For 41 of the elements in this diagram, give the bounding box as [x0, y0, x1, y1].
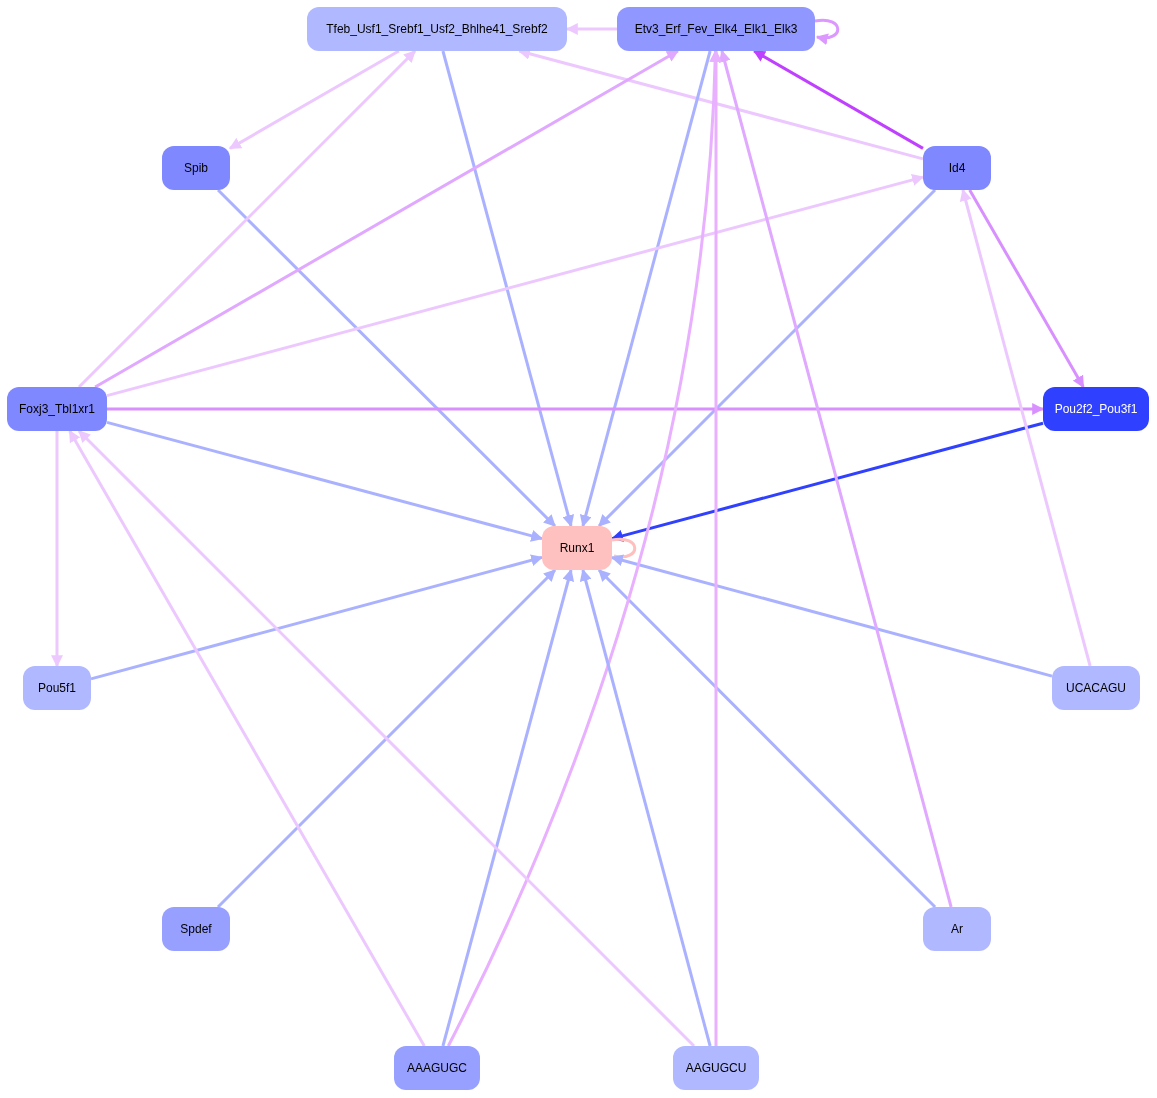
node-box: Pou2f2_Pou3f1	[1043, 387, 1149, 431]
node-box: Spib	[162, 146, 230, 190]
arrow	[106, 420, 544, 542]
arrow	[565, 23, 617, 35]
node-box: UCACAGU	[1052, 666, 1140, 710]
arrow	[579, 50, 712, 528]
arrow	[107, 403, 1045, 415]
arrow	[518, 48, 924, 161]
node-box: Runx1	[542, 526, 612, 570]
node-box: Tfeb_Usf1_Srebf1_Usf2_Bhlhe41_Srebf2	[307, 7, 567, 51]
arrow	[710, 49, 722, 1046]
node-box: Pou5f1	[23, 666, 91, 710]
node-box: Id4	[923, 146, 991, 190]
arrow	[597, 568, 937, 909]
arrow	[216, 568, 557, 909]
arrow	[68, 429, 426, 1047]
node-box: AAGUGCU	[673, 1046, 759, 1090]
arrow	[441, 568, 575, 1047]
arrow	[441, 50, 575, 528]
arrow	[610, 554, 1053, 678]
arrow	[217, 188, 556, 528]
arrow	[718, 49, 953, 908]
node-box: Ar	[923, 907, 991, 951]
arrow	[77, 429, 696, 1048]
arrow	[753, 49, 924, 150]
arrow	[51, 431, 63, 668]
arrow	[814, 18, 840, 45]
node-box: Foxj3_Tbl1xr1	[7, 387, 107, 431]
arrow	[610, 421, 1044, 542]
arrow	[77, 49, 417, 389]
arrow	[959, 188, 1092, 667]
node-box: Spdef	[162, 907, 230, 951]
arrow	[579, 568, 712, 1047]
arrow	[94, 49, 679, 389]
node-box: AAAGUGC	[394, 1046, 480, 1090]
arrow	[90, 554, 544, 681]
arrow	[228, 49, 400, 150]
arrow	[597, 188, 937, 528]
arrow	[106, 174, 925, 398]
arrow	[968, 189, 1085, 389]
node-box: Etv3_Erf_Fev_Elk4_Elk1_Elk3	[617, 7, 815, 51]
